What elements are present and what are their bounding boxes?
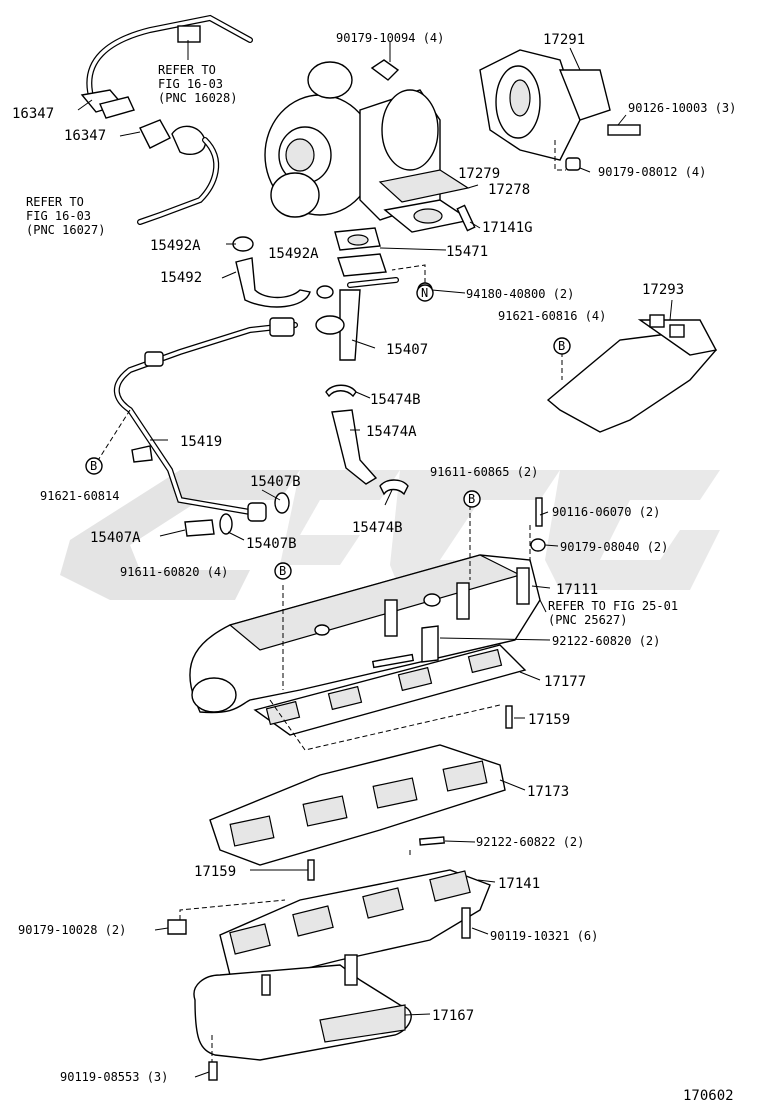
label-91611-60865: 91611-60865 (2)	[430, 465, 538, 479]
label-90116-06070: 90116-06070 (2)	[552, 505, 660, 519]
oil-feed-pipe	[94, 317, 298, 537]
label-15407: 15407	[386, 342, 428, 358]
label-90119-08553: 90119-08553 (3)	[60, 1070, 168, 1084]
outlet-elbow	[479, 49, 641, 171]
refer-fig-25-01-line2: (PNC 25627)	[548, 613, 627, 627]
label-17167: 17167	[432, 1008, 474, 1024]
label-17111: 17111	[556, 582, 598, 598]
marker-b-2: B	[90, 459, 97, 473]
label-92122-60820: 92122-60820 (2)	[552, 634, 660, 648]
marker-circles: B B B B N	[85, 284, 571, 580]
turbocharger	[264, 59, 470, 221]
label-15474a: 15474A	[366, 424, 417, 440]
heat-shield	[193, 954, 412, 1081]
label-90179-10028: 90179-10028 (2)	[18, 923, 126, 937]
turbo-gaskets	[334, 199, 476, 251]
label-17141: 17141	[498, 876, 540, 892]
label-15492: 15492	[160, 270, 202, 286]
label-91621-60814: 91621-60814	[40, 489, 119, 503]
label-17159-2: 17159	[194, 864, 236, 880]
oil-pipe-upper	[80, 14, 253, 225]
label-15407a: 15407A	[90, 530, 141, 546]
oil-return-assembly	[232, 236, 433, 496]
label-90179-10094: 90179-10094 (4)	[336, 31, 444, 45]
figure-number: 170602	[683, 1088, 734, 1104]
label-15492a-2: 15492A	[268, 246, 319, 262]
label-17293: 17293	[642, 282, 684, 298]
refer-fig-16-03-b-line1: REFER TO	[26, 195, 84, 209]
marker-b-1: B	[558, 339, 565, 353]
label-90126-10003: 90126-10003 (3)	[628, 101, 736, 115]
label-17291: 17291	[543, 32, 585, 48]
label-17159-1: 17159	[528, 712, 570, 728]
turbo-bracket	[546, 314, 718, 433]
label-91611-60820: 91611-60820 (4)	[120, 565, 228, 579]
exhaust-gasket-upper	[253, 644, 527, 751]
label-91621-60816: 91621-60816 (4)	[498, 309, 606, 323]
label-15474b-1: 15474B	[370, 392, 421, 408]
label-17177: 17177	[544, 674, 586, 690]
label-90179-08012: 90179-08012 (4)	[598, 165, 706, 179]
exhaust-manifold	[189, 497, 546, 714]
label-16347-b: 16347	[64, 128, 106, 144]
part-labels: 16347 16347 REFER TO FIG 16-03 (PNC 1602…	[12, 31, 736, 1104]
marker-n: N	[421, 286, 428, 300]
label-94180-40800: 94180-40800 (2)	[466, 287, 574, 301]
refer-fig-16-03-b-line2: FIG 16-03	[26, 209, 91, 223]
label-17141g: 17141G	[482, 220, 533, 236]
label-15419: 15419	[180, 434, 222, 450]
label-92122-60822: 92122-60822 (2)	[476, 835, 584, 849]
refer-fig-16-03-b-line3: (PNC 16027)	[26, 223, 105, 237]
label-17173: 17173	[527, 784, 569, 800]
label-15474b-2: 15474B	[352, 520, 403, 536]
label-15407b-1: 15407B	[250, 474, 301, 490]
exhaust-manifold-lower	[167, 836, 491, 981]
marker-b-4: B	[279, 564, 286, 578]
label-17279: 17279	[458, 166, 500, 182]
label-15492a-1: 15492A	[150, 238, 201, 254]
refer-fig-25-01-line1: REFER TO FIG 25-01	[548, 599, 678, 613]
label-17278: 17278	[488, 182, 530, 198]
heat-insulator	[209, 744, 506, 866]
label-16347-a: 16347	[12, 106, 54, 122]
refer-fig-16-03-a-line2: FIG 16-03	[158, 77, 223, 91]
label-15407b-2: 15407B	[246, 536, 297, 552]
label-90119-10321: 90119-10321 (6)	[490, 929, 598, 943]
label-15471: 15471	[446, 244, 488, 260]
marker-b-3: B	[468, 492, 475, 506]
refer-fig-16-03-a-line1: REFER TO	[158, 63, 216, 77]
refer-fig-16-03-a-line3: (PNC 16028)	[158, 91, 237, 105]
label-90179-08040: 90179-08040 (2)	[560, 540, 668, 554]
